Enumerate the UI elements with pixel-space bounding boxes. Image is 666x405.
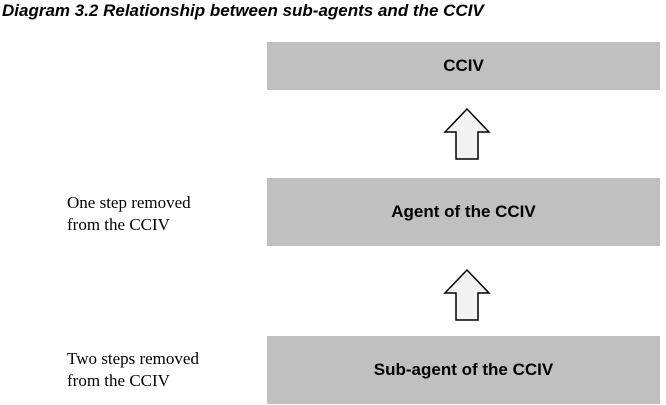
sub-agent-of-cciv-box: Sub-agent of the CCIV	[267, 336, 660, 404]
sub-agent-of-cciv-box-label: Sub-agent of the CCIV	[373, 360, 554, 379]
one-step-removed-line-1: One step removed	[67, 193, 191, 212]
one-step-removed-label: One step removed from the CCIV	[67, 192, 191, 236]
one-step-removed-line-2: from the CCIV	[67, 215, 170, 234]
two-steps-removed-line-1: Two steps removed	[67, 349, 199, 368]
two-steps-removed-line-2: from the CCIV	[67, 371, 170, 390]
up-arrow-icon	[443, 108, 491, 160]
diagram-title: Diagram 3.2 Relationship between sub-age…	[2, 1, 484, 20]
up-arrow-icon	[443, 269, 491, 321]
cciv-box: CCIV	[267, 42, 660, 90]
agent-of-cciv-box: Agent of the CCIV	[267, 178, 660, 246]
two-steps-removed-label: Two steps removed from the CCIV	[67, 348, 199, 392]
agent-of-cciv-box-label: Agent of the CCIV	[391, 202, 536, 221]
cciv-box-label: CCIV	[443, 56, 484, 75]
